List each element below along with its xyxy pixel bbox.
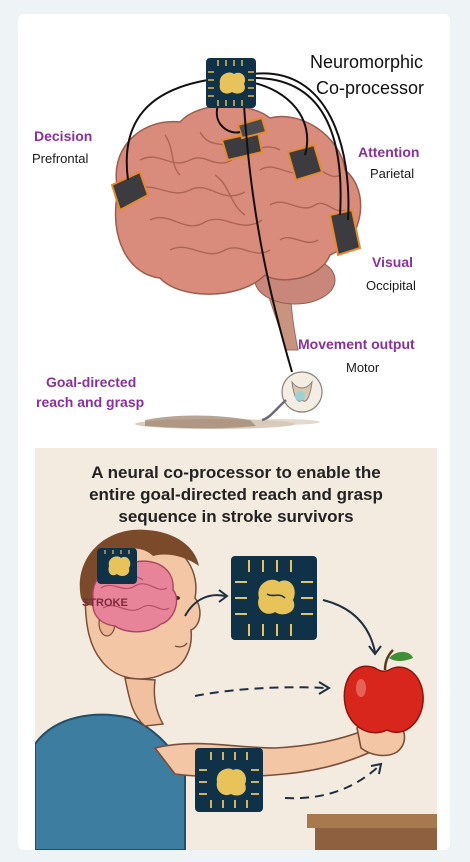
decision-sub: Prefrontal bbox=[32, 151, 88, 166]
attention-label: Attention bbox=[358, 144, 419, 160]
coprocessor-title-line1: Neuromorphic bbox=[310, 50, 423, 74]
attention-sub: Parietal bbox=[370, 166, 414, 181]
head-chip bbox=[97, 548, 137, 584]
stroke-label: STROKE bbox=[82, 597, 128, 609]
visual-sub: Occipital bbox=[366, 278, 416, 293]
goal-label-line1: Goal-directed bbox=[46, 374, 136, 390]
visual-label: Visual bbox=[372, 254, 413, 270]
movement-sub: Motor bbox=[346, 360, 379, 375]
shirt bbox=[35, 715, 185, 850]
central-chip bbox=[231, 556, 317, 640]
coprocessor-title-line2: Co-processor bbox=[316, 76, 424, 100]
table-front bbox=[315, 828, 437, 850]
bottom-heading: A neural co-processor to enable the enti… bbox=[35, 462, 437, 528]
brain bbox=[116, 106, 361, 294]
heading-line2: entire goal-directed reach and grasp bbox=[35, 484, 437, 506]
reach-arm-silhouette bbox=[145, 416, 256, 429]
decision-label: Decision bbox=[34, 128, 92, 144]
table-top bbox=[307, 814, 437, 828]
arm-chip bbox=[195, 748, 263, 812]
arm bbox=[155, 730, 379, 777]
spinal-cord-section bbox=[262, 372, 322, 420]
heading-line3: sequence in stroke survivors bbox=[35, 506, 437, 528]
apple bbox=[344, 650, 423, 733]
heading-line1: A neural co-processor to enable the bbox=[35, 462, 437, 484]
coprocessor-chip-top bbox=[206, 58, 256, 108]
movement-label: Movement output bbox=[298, 336, 415, 352]
goal-label-line2: reach and grasp bbox=[36, 394, 144, 410]
